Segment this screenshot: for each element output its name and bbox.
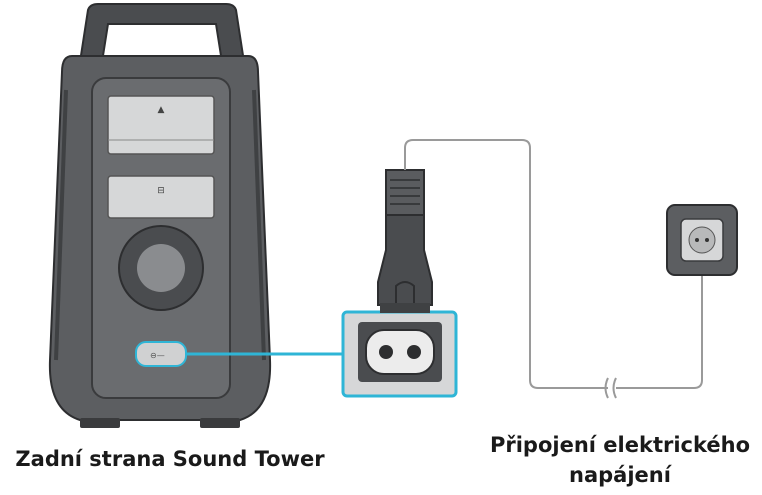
speaker-foot-left bbox=[80, 418, 120, 428]
port-panel bbox=[107, 175, 215, 219]
inlet-pin-right bbox=[407, 345, 421, 359]
panel-icon: ▲ bbox=[158, 105, 165, 115]
woofer-cone bbox=[137, 244, 185, 292]
wall-outlet bbox=[666, 204, 738, 276]
power-caption: Připojení elektrického napájení bbox=[470, 430, 762, 490]
sound-tower: ▲ ⊟ ⊖— bbox=[48, 3, 272, 428]
speaker-handle bbox=[78, 3, 246, 63]
speaker-foot-right bbox=[200, 418, 240, 428]
power-caption-line2: napájení bbox=[569, 463, 671, 487]
power-plug bbox=[377, 169, 433, 313]
svg-text:⊖—: ⊖— bbox=[150, 351, 165, 360]
device-caption: Zadní strana Sound Tower bbox=[15, 447, 325, 471]
port-icon: ⊟ bbox=[157, 186, 165, 196]
cable-break-icon bbox=[604, 377, 617, 399]
power-caption-line1: Připojení elektrického bbox=[489, 433, 751, 457]
inlet-pin-left bbox=[379, 345, 393, 359]
power-cable bbox=[404, 139, 608, 389]
inlet-zoom-box bbox=[341, 310, 458, 398]
